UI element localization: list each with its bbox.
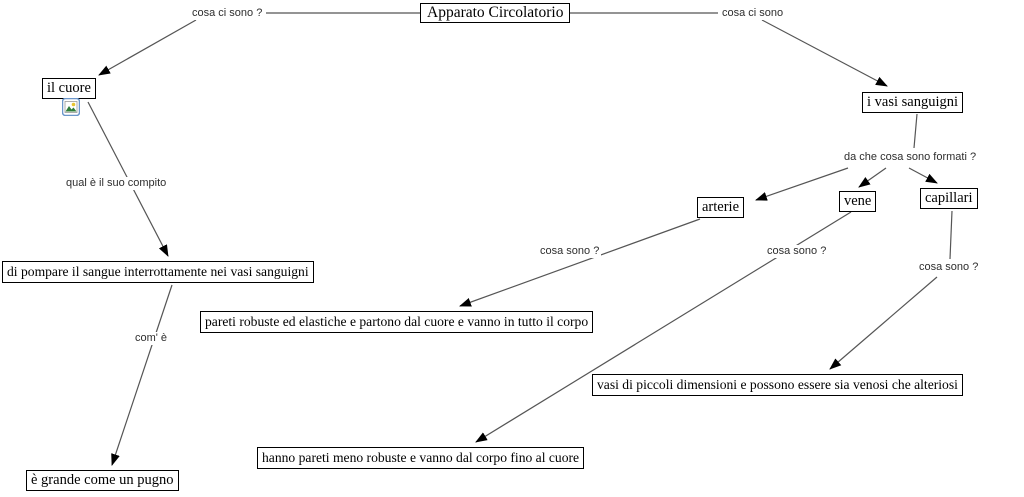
link-label-cosa-sono-capillari[interactable]: cosa sono ?	[917, 261, 981, 274]
link-label-formati[interactable]: da che cosa sono formati ?	[842, 151, 979, 164]
node-apparato-circolatorio[interactable]: Apparato Circolatorio	[420, 3, 571, 23]
link-label-cosa-sono-arterie[interactable]: cosa sono ?	[538, 245, 602, 258]
link-label-cosa-sono-vene[interactable]: cosa sono ?	[765, 245, 829, 258]
node-capillari[interactable]: capillari	[920, 188, 978, 209]
link-label-com-e[interactable]: com' è	[133, 332, 170, 345]
link-line-vasi-formati	[913, 113, 918, 149]
node-vene[interactable]: vene	[839, 191, 877, 212]
image-resource-icon[interactable]	[61, 97, 81, 117]
link-line-capillari-label	[949, 210, 953, 260]
node-arterie[interactable]: arterie	[697, 197, 745, 218]
link-line-compito-pugno	[111, 284, 173, 466]
node-grande-come-pugno[interactable]: è grande come un pugno	[26, 470, 179, 491]
link-label-qual-compito[interactable]: qual è il suo compito	[64, 177, 169, 190]
link-line-arterie-desc	[459, 218, 701, 307]
link-line-formati-vene	[858, 167, 887, 188]
link-label-cosa-ci-sono-right[interactable]: cosa ci sono	[720, 7, 786, 20]
link-line-label-vasi	[761, 19, 888, 87]
link-label-cosa-ci-sono-left[interactable]: cosa ci sono ?	[190, 7, 265, 20]
image-resource-icon-glyph	[61, 97, 81, 117]
link-line-capillari-desc	[829, 276, 938, 370]
link-line-label-cuore	[98, 19, 197, 76]
link-line-formati-capillari	[908, 167, 938, 184]
node-descrizione-vene[interactable]: hanno pareti meno robuste e vanno dal co…	[257, 447, 585, 469]
node-descrizione-capillari[interactable]: vasi di piccoli dimensioni e possono ess…	[592, 374, 963, 396]
node-il-cuore[interactable]: il cuore	[42, 78, 96, 99]
node-i-vasi-sanguigni[interactable]: i vasi sanguigni	[862, 92, 964, 113]
node-compito-cuore[interactable]: di pompare il sangue interrottamente nei…	[2, 261, 314, 283]
node-descrizione-arterie[interactable]: pareti robuste ed elastiche e partono da…	[200, 311, 594, 333]
link-line-formati-arterie	[755, 167, 849, 201]
